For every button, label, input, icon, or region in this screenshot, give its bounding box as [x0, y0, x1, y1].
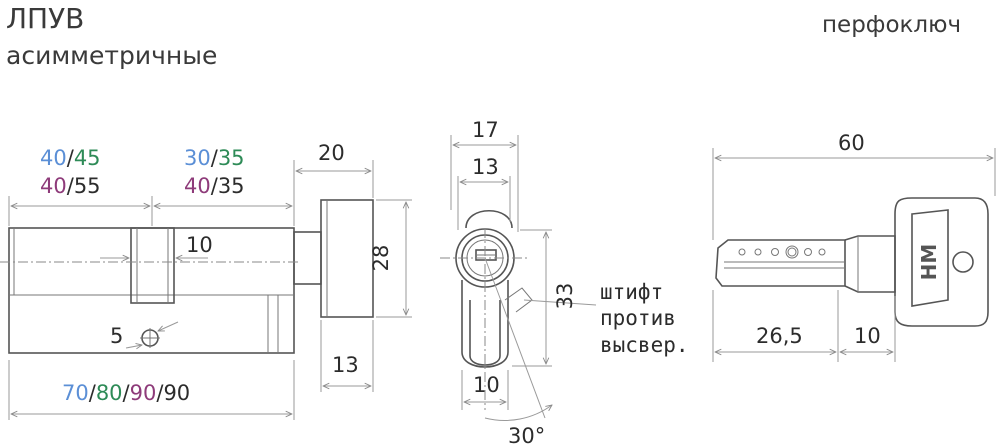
svg-text:40/35: 40/35: [184, 174, 245, 198]
profile-dimensions: [450, 135, 597, 421]
key-type-label: перфоключ: [822, 12, 961, 38]
cam-width-label: 10: [186, 233, 213, 257]
cylinder-dimensions: [8, 160, 412, 420]
key-logo: [911, 209, 949, 307]
profile-cam-width-label: 10: [473, 373, 500, 397]
total-purple: 90: [130, 381, 157, 405]
total-blue: 70: [62, 381, 89, 405]
right-length-options: 30/35 40/35: [184, 146, 245, 198]
screw-dist-label: 5: [110, 324, 123, 348]
cam-angle-label: 30°: [508, 424, 545, 448]
key-blade-length-label: 26,5: [756, 324, 803, 348]
svg-text:40/45: 40/45: [40, 146, 101, 170]
thumb-offset-label: 13: [332, 353, 359, 377]
profile-top: [465, 209, 513, 229]
left-mid-sep: /: [67, 174, 75, 198]
cylinder-side-view: [0, 199, 374, 354]
total-sep-1: /: [89, 381, 97, 405]
right-mid-purple: 40: [184, 174, 211, 198]
right-mid-sep: /: [211, 174, 219, 198]
left-length-options: 40/45 40/55: [40, 146, 101, 198]
svg-text:70/80/90/90: 70/80/90/90: [62, 381, 190, 405]
right-mid-dark: 35: [218, 174, 245, 198]
svg-text:40/55: 40/55: [40, 174, 101, 198]
left-top-blue: 40: [40, 146, 67, 170]
right-top-green: 35: [218, 146, 245, 170]
profile-outer-width-label: 17: [472, 118, 499, 142]
cylinder-profile-view: [440, 209, 533, 410]
pin-note-line-1: штифт: [600, 280, 663, 304]
key-dimensions: [712, 148, 996, 362]
thumb-height-label: 28: [369, 245, 393, 272]
cam-slot: [130, 227, 175, 304]
key-bow: [894, 197, 989, 327]
product-subtitle: асимметричные: [6, 41, 217, 70]
right-top-blue: 30: [184, 146, 211, 170]
pin-note-line-2: против: [600, 306, 676, 330]
pin-note: штифт против высвер.: [600, 280, 689, 357]
perforated-key: НМ: [715, 197, 989, 327]
cylinder-body: [8, 227, 295, 354]
thumb-stem: [293, 231, 322, 285]
left-top-green: 45: [74, 146, 101, 170]
profile-height-label: 33: [553, 283, 577, 310]
total-length-options: 70/80/90/90: [62, 381, 190, 405]
total-green: 80: [96, 381, 123, 405]
key-total-length-label: 60: [838, 131, 865, 155]
svg-text:30/35: 30/35: [184, 146, 245, 170]
key-logo-text: НМ: [917, 244, 941, 281]
thumb-width-label: 20: [318, 141, 345, 165]
left-top-sep: /: [67, 146, 75, 170]
total-sep-3: /: [156, 381, 164, 405]
key-hole: [952, 251, 974, 273]
profile-cam: [469, 300, 501, 366]
key-shoulder: [844, 235, 896, 293]
left-mid-purple: 40: [40, 174, 67, 198]
left-mid-dark: 55: [74, 174, 101, 198]
profile-inner-width-label: 13: [472, 155, 499, 179]
thumb-turn: [320, 199, 374, 318]
total-sep-2: /: [123, 381, 131, 405]
profile-cam-pin: [504, 287, 533, 313]
right-top-sep: /: [211, 146, 219, 170]
total-dark: 90: [163, 381, 190, 405]
product-title: ЛПУВ: [6, 2, 84, 35]
pin-note-line-3: высвер.: [600, 333, 689, 357]
key-blade: [715, 239, 846, 287]
key-dimples: [738, 245, 826, 259]
key-shoulder-label: 10: [854, 324, 881, 348]
